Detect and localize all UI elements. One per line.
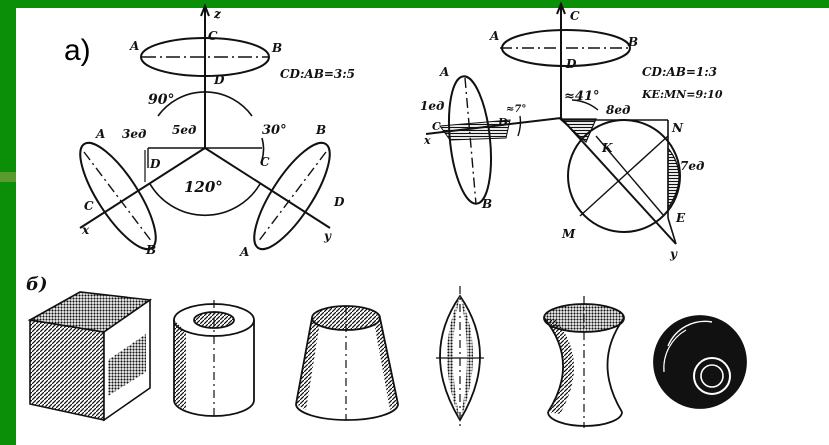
angle-arc-top [157,91,253,117]
top-ellipse [140,37,270,77]
label-top-A: A [129,39,139,53]
angle-top-label: 90° [148,92,174,108]
hollow-cylinder [173,300,255,420]
unit-7-label: 7ед [680,159,704,173]
unit-5-label: 5ед [172,123,196,137]
label-r-top-A: A [489,29,499,43]
label-r-left-A: A [439,65,449,79]
label-M: M [561,227,576,241]
left-diagram-labels: z A B C D CD:AB=3:5 90° 30° 120° 3ед 5ед… [81,7,355,259]
label-r-top-B: B [627,35,638,49]
angle-large-label: ≈41° [564,89,599,104]
unit-3-label: 3ед [122,127,146,141]
z-axis-arrow [200,3,210,17]
right-ellipse [253,141,331,251]
angle-bottom-label: 120° [184,178,223,196]
shaded-cube [27,291,153,422]
label-x-right: x [423,134,431,147]
label-top-D: D [213,73,225,87]
x-axis [79,147,206,229]
ratio-right-2: KE:MN=9:10 [641,88,723,101]
label-left-A: A [95,127,105,141]
label-r-top-D: D [565,57,577,71]
label-right-D: D [333,195,345,209]
angle-small-label: ≈7° [506,104,526,115]
left-ellipse [79,141,157,251]
label-right-C: C [260,155,270,169]
hyperboloid-solid [543,296,625,428]
angle-arc-bottom [149,183,261,217]
label-r-left-B: B [481,197,492,211]
stripe-shade [0,172,16,182]
section-b-label: б) [26,274,48,295]
shaded-sphere [653,315,747,409]
ratio-left: CD:AB=3:5 [280,67,355,81]
label-left-C: C [84,199,94,213]
label-left-B: B [145,243,156,257]
label-z: z [213,7,222,21]
ratio-right-1: CD:AB=1:3 [642,65,717,79]
label-E: E [675,211,686,225]
label-top-C: C [208,29,218,43]
label-right-B: B [315,123,326,137]
truncated-cone [295,305,399,421]
right-dimetric-diagram [425,1,681,245]
unit-8-label: 8ед [606,103,630,117]
label-x: x [81,223,90,237]
left-isometric-diagram [79,3,331,251]
spindle-solid [436,286,484,430]
label-right-A: A [239,245,249,259]
label-r-left-D: D [497,116,508,129]
label-r-left-C: C [432,120,441,133]
label-top-B: B [271,41,282,55]
label-K: K [601,141,613,155]
section-a-label: а) [64,34,91,67]
unit-1-label: 1ед [420,99,444,113]
left-border-stripe [0,0,16,445]
label-y-right: y [669,247,678,261]
label-N: N [671,121,684,135]
right-diagram-labels: C A B D CD:AB=1:3 KE:MN=9:10 ≈41° ≈7° 1е… [420,9,723,261]
label-left-D: D [149,157,161,171]
y-axis [204,147,331,229]
angle-right-label: 30° [262,123,287,138]
label-y: y [323,229,332,243]
label-c-axis: C [570,9,580,23]
